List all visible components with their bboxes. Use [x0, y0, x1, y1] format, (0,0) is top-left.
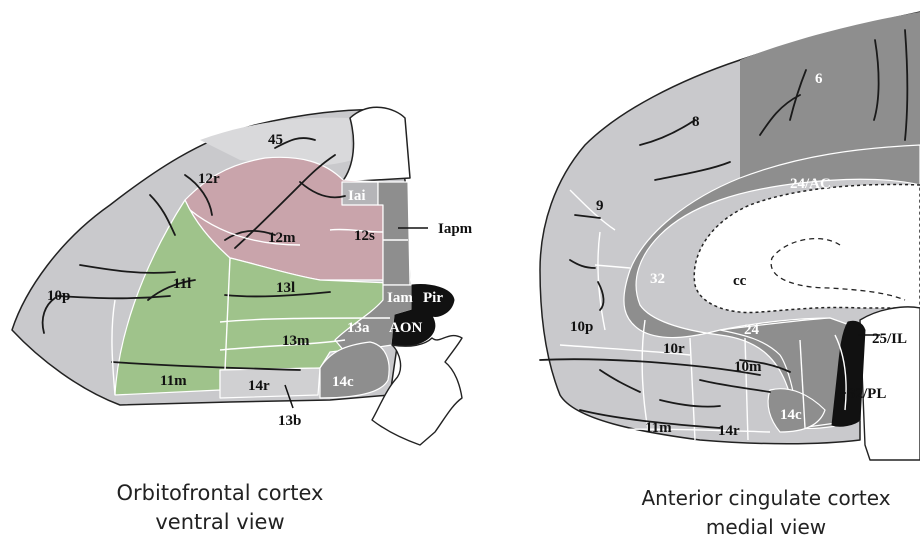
- label-10p: 10p: [47, 288, 70, 304]
- label-Pir: Pir: [423, 290, 443, 306]
- region-14r: [220, 368, 320, 398]
- label-14r: 14r: [248, 378, 270, 394]
- label-32PL: 32/PL: [848, 386, 886, 402]
- label-24: 24: [744, 322, 760, 338]
- label-13a: 13a: [347, 320, 370, 336]
- region-Iapm: [378, 182, 410, 285]
- label-AON: AON: [389, 320, 423, 336]
- acc-caption: Anterior cingulate cortex medial view: [612, 484, 920, 539]
- label-13m: 13m: [282, 333, 310, 349]
- label-8: 8: [692, 114, 700, 130]
- ofc-ventral-view: 45 12r Iai 12m 12s Iapm 10p 11l 13l Iam …: [12, 107, 473, 445]
- label-14c: 14c: [332, 374, 354, 390]
- label-6: 6: [815, 71, 823, 87]
- label-25IL: 25/IL: [872, 331, 907, 347]
- label-9: 9: [596, 198, 604, 214]
- ofc-caption: Orbitofrontal cortex ventral view: [60, 479, 380, 537]
- label-13l: 13l: [276, 280, 295, 296]
- label-45: 45: [268, 132, 283, 148]
- label-14r-acc: 14r: [718, 423, 740, 439]
- label-12r: 12r: [198, 171, 220, 187]
- acc-right-edge: [860, 307, 920, 460]
- label-11m: 11m: [160, 373, 187, 389]
- label-12m: 12m: [268, 230, 296, 246]
- label-14c-acc: 14c: [780, 407, 802, 423]
- acc-medial-view: 6 8 9 24/AC 32 cc 10p 24 25/IL 10r 10m 3…: [540, 12, 920, 460]
- label-10r: 10r: [663, 341, 685, 357]
- label-Iam: Iam: [387, 290, 413, 306]
- ofc-caption-line1: Orbitofrontal cortex: [60, 479, 380, 508]
- label-13b: 13b: [278, 413, 301, 429]
- label-cc: cc: [733, 273, 747, 289]
- label-12s: 12s: [354, 228, 375, 244]
- label-11m-acc: 11m: [645, 420, 672, 436]
- label-10m: 10m: [734, 359, 762, 375]
- acc-caption-line1: Anterior cingulate cortex: [612, 484, 920, 513]
- ofc-caption-line2: ventral view: [60, 508, 380, 537]
- label-Iapm: Iapm: [438, 221, 473, 237]
- label-Iai: Iai: [348, 188, 366, 204]
- label-11l: 11l: [173, 276, 191, 292]
- label-10p-acc: 10p: [570, 319, 593, 335]
- acc-caption-line2: medial view: [612, 513, 920, 539]
- label-24AC: 24/AC: [790, 176, 831, 192]
- label-32: 32: [650, 271, 665, 287]
